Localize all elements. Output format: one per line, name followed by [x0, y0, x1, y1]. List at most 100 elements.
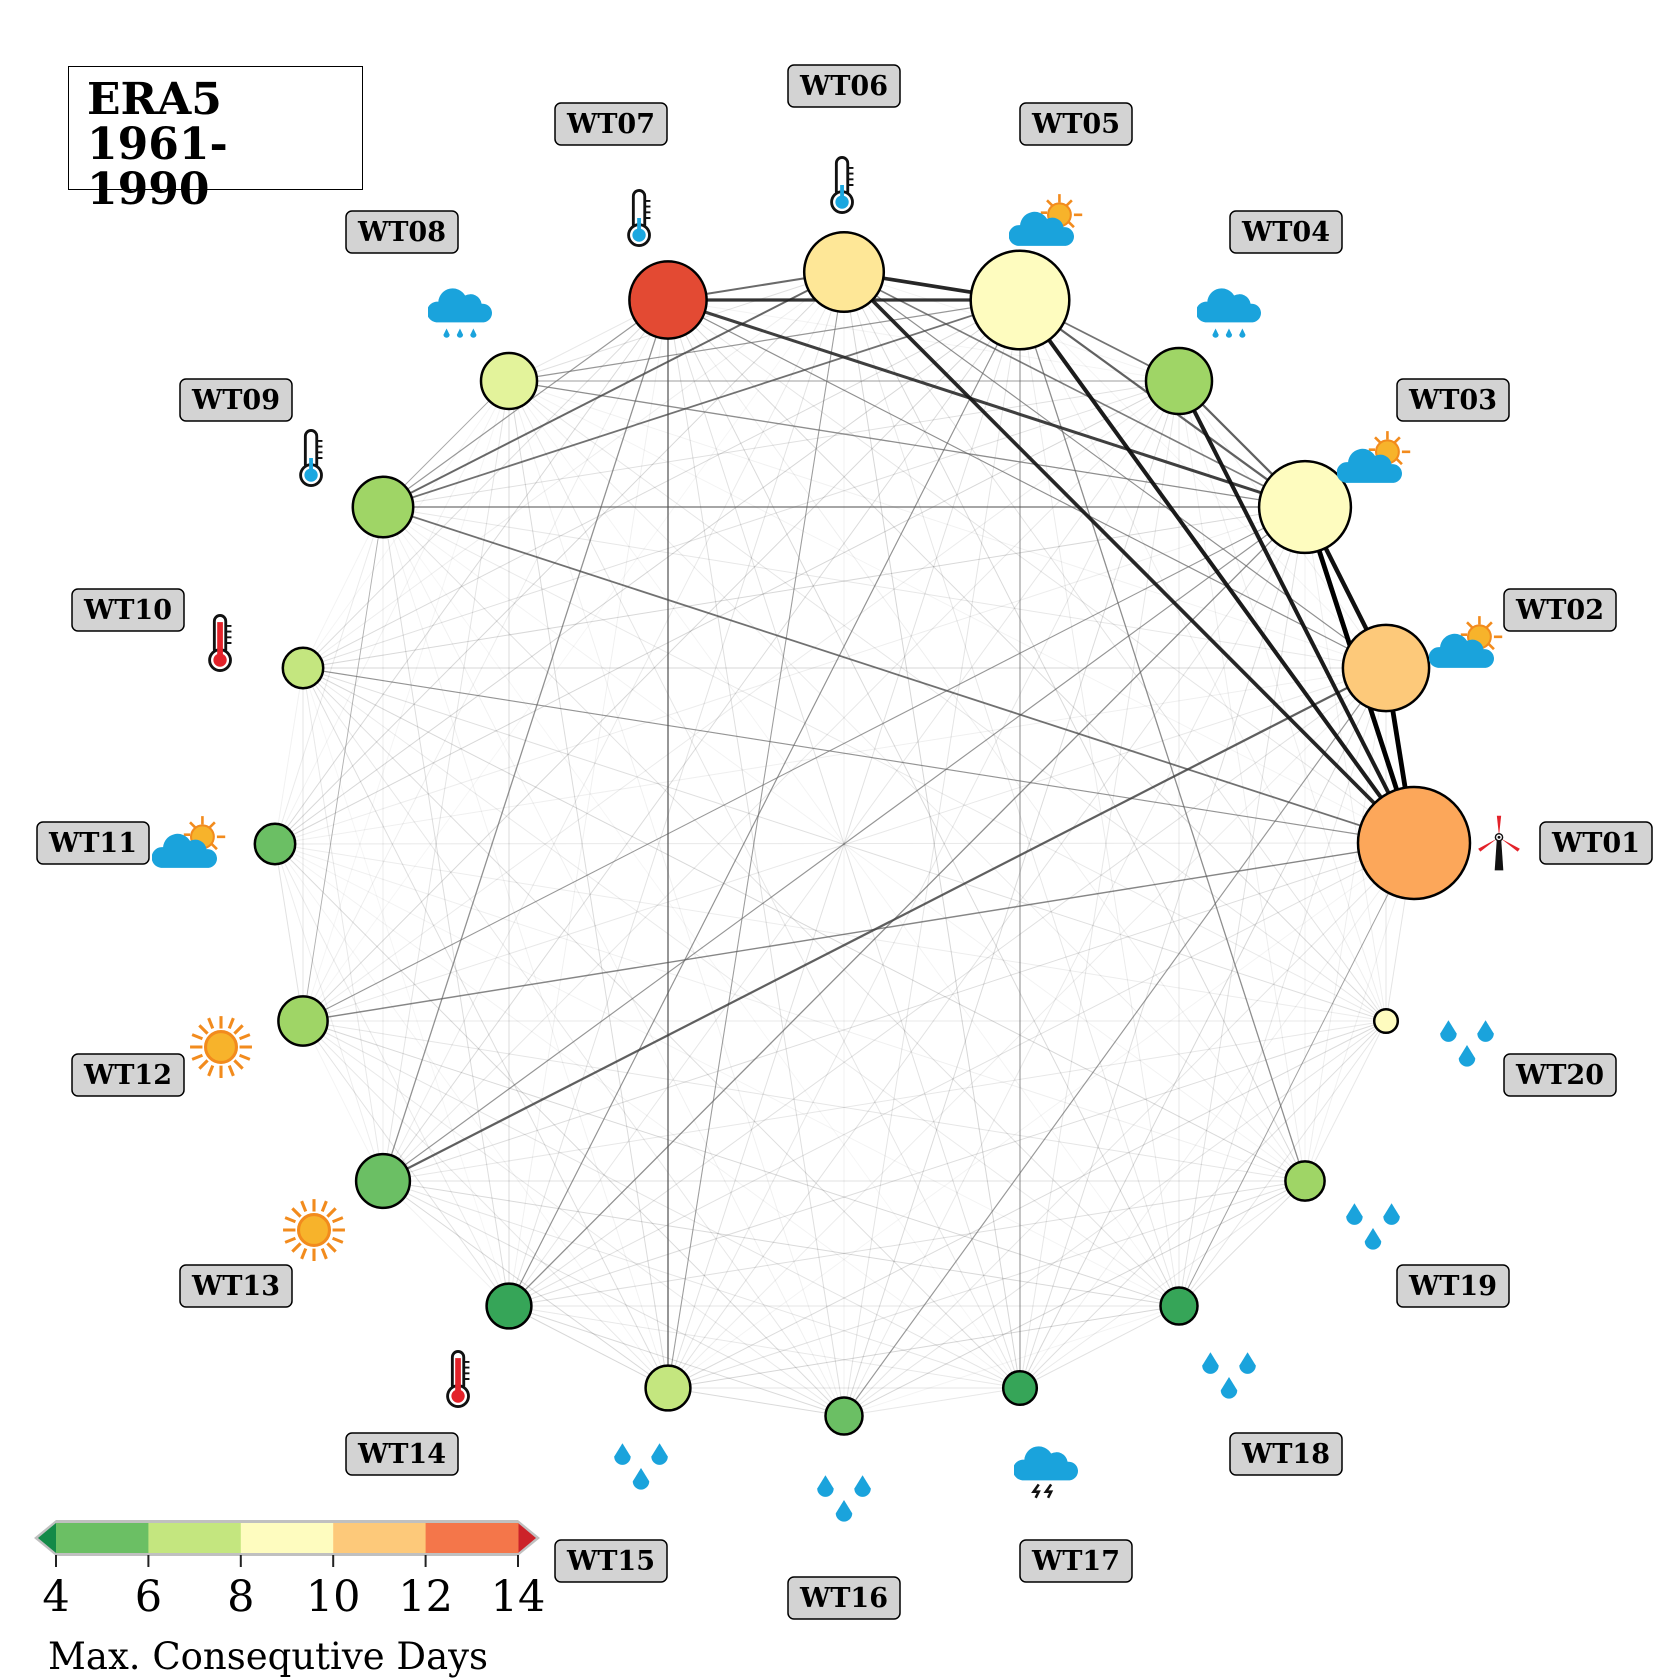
- edge-WT09-WT06: [382, 271, 845, 508]
- edge-faint: [667, 667, 1387, 1389]
- colorbar-under-arrow: [38, 1523, 56, 1553]
- node-label-text: WT08: [357, 217, 446, 248]
- node-label-text: WT20: [1515, 1060, 1604, 1091]
- edge-faint: [843, 1180, 1306, 1417]
- edge-faint: [274, 843, 510, 1307]
- node-wt07[interactable]: [628, 260, 708, 340]
- edge-faint: [508, 380, 1387, 1022]
- node-label-text: WT01: [1551, 828, 1640, 859]
- edge-faint: [302, 667, 1306, 1182]
- node-wt20[interactable]: [1372, 1007, 1400, 1035]
- edge-faint: [508, 1020, 1387, 1307]
- edge-faint: [508, 667, 1387, 1307]
- edge-faint: [1304, 667, 1387, 1182]
- colorbar-bin: [425, 1523, 519, 1553]
- edge-faint: [1019, 1020, 1387, 1389]
- edge-faint: [302, 1020, 1021, 1389]
- edge-faint: [843, 1387, 1021, 1417]
- node-label-text: WT02: [1515, 595, 1604, 626]
- node-wt18[interactable]: [1159, 1286, 1199, 1326]
- node-wt17[interactable]: [1001, 1369, 1039, 1407]
- edge-faint: [274, 843, 1021, 1389]
- edge-WT10-WT01: [302, 667, 1415, 844]
- edge-faint: [302, 271, 845, 669]
- edge-faint: [302, 667, 1387, 1022]
- label-wt09: WT09: [179, 378, 293, 422]
- node-label-text: WT06: [799, 71, 888, 102]
- edge-faint: [302, 299, 669, 669]
- label-wt20: WT20: [1503, 1053, 1617, 1097]
- edge-faint: [1304, 506, 1387, 1022]
- node-wt12[interactable]: [277, 995, 329, 1047]
- node-label-text: WT19: [1408, 1271, 1497, 1302]
- edge-WT09-WT01: [382, 506, 1415, 844]
- edge-faint: [302, 667, 384, 1182]
- node-wt14[interactable]: [485, 1282, 533, 1330]
- edge-faint: [508, 1305, 845, 1417]
- node-wt10[interactable]: [281, 646, 325, 690]
- thermometer-hot-icon: [208, 613, 233, 673]
- node-label-text: WT10: [83, 595, 172, 626]
- edge-faint: [274, 506, 384, 845]
- edge-faint: [508, 1305, 1021, 1389]
- edge-faint: [382, 380, 1180, 508]
- edge-faint: [382, 842, 1415, 1182]
- edge-faint: [274, 667, 304, 845]
- edge-faint: [1019, 506, 1306, 1389]
- edge-faint: [843, 271, 1180, 1307]
- edge-faint: [843, 1305, 1180, 1417]
- edge-faint: [1304, 1020, 1387, 1182]
- colorbar-over-arrow: [518, 1523, 536, 1553]
- edge-faint: [382, 380, 1180, 1182]
- node-label-text: WT05: [1031, 109, 1120, 140]
- edge-faint: [667, 1020, 1387, 1389]
- node-wt03[interactable]: [1257, 459, 1353, 555]
- edge-faint: [667, 506, 1306, 1389]
- label-wt06: WT06: [787, 64, 901, 108]
- edge-faint: [508, 380, 1021, 1389]
- edge-faint: [302, 667, 510, 1307]
- node-label-text: WT07: [566, 109, 655, 140]
- node-wt04[interactable]: [1144, 346, 1214, 416]
- node-wt06[interactable]: [802, 230, 886, 314]
- node-label-text: WT17: [1031, 1546, 1120, 1577]
- edge-faint: [508, 380, 1387, 669]
- edge-faint: [1178, 667, 1387, 1307]
- node-wt01[interactable]: [1356, 785, 1472, 901]
- edge-faint: [508, 380, 845, 1417]
- node-wt08[interactable]: [479, 351, 539, 411]
- edge-WT06-WT02: [843, 271, 1387, 669]
- edge-faint: [1178, 1180, 1306, 1307]
- edge-faint: [382, 506, 1387, 1022]
- edge-faint: [843, 1020, 1387, 1417]
- edge-faint: [508, 380, 1415, 844]
- colorbar-title: Max. Consequtive Days: [48, 1635, 489, 1678]
- edge-WT14-WT05: [508, 299, 1021, 1307]
- edge-faint: [508, 380, 669, 1389]
- edge-faint: [302, 667, 1180, 1307]
- node-wt19[interactable]: [1284, 1160, 1326, 1202]
- node-wt11[interactable]: [253, 822, 297, 866]
- node-wt16[interactable]: [824, 1396, 864, 1436]
- cloud-sun-icon: [152, 814, 227, 870]
- edge-WT16-WT02: [843, 667, 1387, 1417]
- node-wt09[interactable]: [351, 475, 415, 539]
- node-wt15[interactable]: [644, 1364, 692, 1412]
- edge-faint: [1019, 842, 1415, 1389]
- edge-faint: [274, 843, 384, 1182]
- edge-faint: [667, 299, 1180, 382]
- node-wt05[interactable]: [969, 249, 1071, 351]
- edge-faint: [274, 667, 1387, 845]
- node-wt13[interactable]: [354, 1152, 412, 1210]
- thermometer-cold-icon: [627, 188, 652, 248]
- edge-faint: [508, 380, 1306, 1182]
- wind-turbine-icon: [1477, 814, 1521, 872]
- node-wt02[interactable]: [1341, 623, 1431, 713]
- edge-faint: [274, 299, 1021, 845]
- cloud-sun-icon: [1429, 614, 1504, 670]
- cloud-sun-icon: [1337, 429, 1412, 485]
- droplets-icon: [1202, 1352, 1256, 1399]
- label-wt17: WT17: [1019, 1539, 1133, 1583]
- edge-faint: [302, 667, 669, 1389]
- colorbar-tick-label: 6: [134, 1572, 163, 1622]
